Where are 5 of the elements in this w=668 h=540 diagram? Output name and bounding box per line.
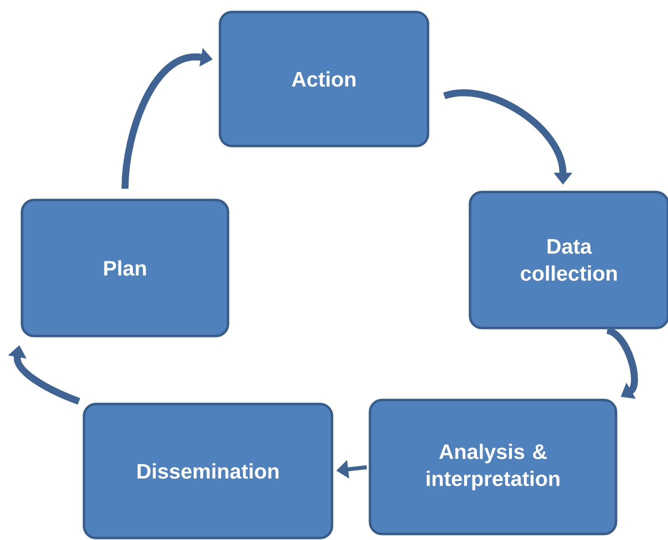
process-box: Dissemination bbox=[82, 402, 334, 540]
process-box: Action bbox=[218, 10, 430, 148]
process-box: Data collection bbox=[468, 190, 668, 330]
process-box: Plan bbox=[20, 198, 230, 338]
process-box: Analysis & interpretation bbox=[368, 398, 618, 536]
